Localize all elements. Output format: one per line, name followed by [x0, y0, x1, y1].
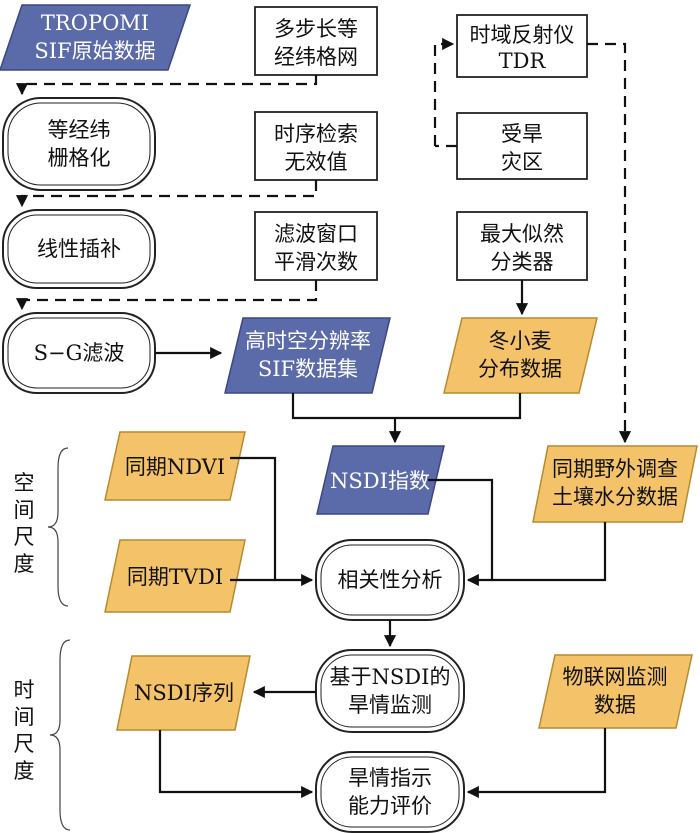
nsdi-series-node: NSDI序列 — [116, 655, 251, 731]
nsdi-monitor-node: 基于NSDI的 旱情监测 — [315, 649, 465, 733]
evaluation-node: 旱情指示 能力评价 — [315, 751, 465, 833]
winter-wheat-node: 冬小麦 分布数据 — [443, 317, 598, 394]
spatial-scale-char-3: 尺 — [14, 525, 35, 549]
time-series-invalid-node: 时序检索 无效值 — [254, 111, 378, 181]
line-field-soil-to-correlation — [492, 522, 607, 582]
tdr-line2: TDR — [499, 49, 547, 73]
linear-interp-label: 线性插补 — [37, 237, 121, 261]
dash-arrow-loop-to-tdr — [433, 37, 455, 146]
temporal-scale-char-2: 间 — [14, 705, 35, 729]
linear-interp-node: 线性插补 — [2, 209, 156, 289]
high-res-sif-node: 高时空分辨率 SIF数据集 — [224, 317, 391, 394]
tvdi-node: 同期TVDI — [104, 539, 246, 613]
field-soil-node: 同期野外调查 土壤水分数据 — [532, 445, 698, 523]
tvdi-label: 同期TVDI — [127, 565, 223, 589]
drought-area-node: 受旱 灾区 — [456, 112, 588, 180]
iot-monitor-line2: 数据 — [594, 693, 636, 717]
tropomi-sif-line2: SIF原始数据 — [34, 39, 155, 63]
correlation-node: 相关性分析 — [315, 539, 465, 621]
max-likelihood-line1: 最大似然 — [480, 222, 564, 246]
nsdi-index-label: NSDI指数 — [330, 469, 430, 493]
filter-window-line2: 平滑次数 — [274, 250, 358, 274]
spatial-scale-char-2: 间 — [14, 498, 35, 522]
spatial-scale-brace — [47, 447, 69, 607]
sg-filter-label: S−G滤波 — [34, 341, 125, 365]
max-likelihood-node: 最大似然 分类器 — [456, 211, 588, 281]
nsdi-monitor-line2: 旱情监测 — [348, 693, 432, 717]
arrow-ndvi-to-correlation — [230, 456, 314, 587]
evaluation-line2: 能力评价 — [348, 794, 432, 818]
winter-wheat-line1: 冬小麦 — [489, 329, 552, 353]
ndvi-node: 同期NDVI — [104, 431, 246, 501]
dash-arrow-invalid-to-interp — [15, 180, 318, 208]
temporal-scale-char-3: 尺 — [14, 732, 35, 756]
ndvi-label: 同期NDVI — [125, 455, 225, 479]
filter-window-line1: 滤波窗口 — [274, 222, 358, 246]
drought-area-line2: 灾区 — [501, 150, 543, 174]
multi-step-grid-node: 多步长等 经纬格网 — [254, 6, 378, 76]
multi-step-grid-line2: 经纬格网 — [274, 45, 358, 69]
spatial-scale-label: 空 间 尺 度 — [14, 471, 35, 576]
spatial-scale-char-1: 空 — [14, 471, 35, 495]
nsdi-index-node: NSDI指数 — [316, 445, 445, 515]
line-merge-sif-wheat — [291, 393, 522, 420]
dash-arrow-window-to-sg — [15, 280, 318, 311]
high-res-sif-line1: 高时空分辨率 — [245, 329, 371, 353]
arrow-series-to-evaluation — [158, 730, 314, 799]
equal-lat-lon-node: 等经纬 栅格化 — [2, 97, 156, 191]
temporal-scale-char-1: 时 — [14, 678, 35, 702]
winter-wheat-line2: 分布数据 — [478, 357, 562, 381]
dash-arrow-grid-to-raster — [15, 75, 318, 96]
tropomi-sif-line1: TROPOMI — [41, 11, 149, 35]
field-soil-line1: 同期野外调查 — [552, 457, 678, 481]
spatial-scale-char-4: 度 — [14, 552, 35, 576]
temporal-scale-brace — [49, 639, 71, 831]
field-soil-line2: 土壤水分数据 — [552, 485, 678, 509]
sg-filter-node: S−G滤波 — [2, 312, 156, 394]
max-likelihood-line2: 分类器 — [491, 250, 554, 274]
iot-monitor-node: 物联网监测 数据 — [538, 654, 693, 729]
drought-area-line1: 受旱 — [501, 122, 543, 146]
multi-step-grid-line1: 多步长等 — [274, 17, 358, 41]
evaluation-line1: 旱情指示 — [348, 766, 432, 790]
tropomi-sif-node: TROPOMI SIF原始数据 — [0, 4, 192, 71]
time-series-invalid-line1: 时序检索 — [274, 122, 358, 146]
arrow-nsdi-to-correlation — [428, 478, 494, 587]
nsdi-monitor-line1: 基于NSDI的 — [330, 665, 451, 689]
tdr-line1: 时域反射仪 — [470, 23, 575, 47]
time-series-invalid-line2: 无效值 — [285, 150, 348, 174]
iot-monitor-line1: 物联网监测 — [563, 665, 668, 689]
temporal-scale-label: 时 间 尺 度 — [14, 678, 35, 783]
dash-arrow-tdr-to-field-soil — [587, 42, 632, 444]
filter-window-node: 滤波窗口 平滑次数 — [254, 211, 378, 281]
equal-lat-lon-line2: 栅格化 — [48, 146, 111, 170]
high-res-sif-line2: SIF数据集 — [258, 357, 358, 381]
temporal-scale-char-4: 度 — [14, 759, 35, 783]
correlation-label: 相关性分析 — [338, 568, 443, 592]
arrow-iot-to-evaluation — [466, 728, 607, 799]
equal-lat-lon-line1: 等经纬 — [48, 118, 111, 142]
nsdi-series-label: NSDI序列 — [134, 681, 234, 705]
tdr-node: 时域反射仪 TDR — [456, 14, 588, 78]
